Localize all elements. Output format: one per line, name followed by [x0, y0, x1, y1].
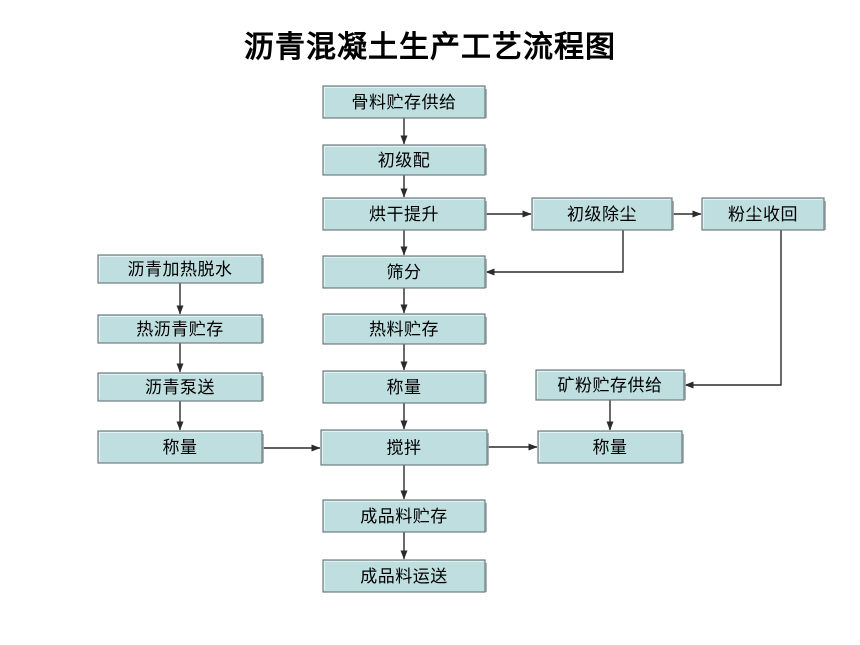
node-bevel-highlight: [98, 315, 261, 342]
flow-node-n11[interactable]: 热沥青贮存: [97, 314, 264, 344]
node-label: 成品料贮存: [360, 507, 448, 527]
nodes-layer: 骨料贮存供给初级配烘干提升筛分热料贮存称量搅拌成品料贮存成品料运送沥青加热脱水热…: [97, 85, 826, 593]
node-bevel-highlight: [323, 371, 484, 402]
node-rect[interactable]: [701, 197, 825, 231]
node-label: 矿粉贮存供给: [558, 376, 663, 396]
flow-edge-n14-to-n4: [485, 230, 624, 276]
page-title: 沥青混凝土生产工艺流程图: [244, 30, 616, 65]
node-rect[interactable]: [322, 85, 486, 119]
flow-node-n4[interactable]: 筛分: [322, 255, 487, 289]
node-rect[interactable]: [535, 369, 685, 401]
flow-node-n3[interactable]: 烘干提升: [322, 197, 487, 231]
flow-node-n10[interactable]: 沥青加热脱水: [97, 254, 264, 284]
node-rect[interactable]: [97, 372, 263, 402]
node-bevel-highlight: [323, 500, 484, 531]
flow-node-n5[interactable]: 热料贮存: [322, 313, 487, 345]
flow-node-n9[interactable]: 成品料运送: [322, 559, 487, 593]
node-rect[interactable]: [322, 559, 486, 593]
node-bevel-highlight: [98, 431, 261, 462]
flow-node-n17[interactable]: 称量: [537, 430, 684, 464]
node-bevel-highlight: [323, 145, 484, 174]
node-rect[interactable]: [322, 499, 486, 533]
node-label: 沥青加热脱水: [128, 260, 233, 280]
node-rect[interactable]: [320, 429, 488, 466]
node-label: 热料贮存: [369, 320, 439, 340]
node-label: 沥青泵送: [145, 378, 215, 398]
flow-node-n16[interactable]: 矿粉贮存供给: [535, 369, 686, 401]
flow-node-n7[interactable]: 搅拌: [320, 429, 489, 466]
node-bevel-highlight: [321, 430, 486, 464]
node-label: 初级配: [378, 151, 431, 171]
node-rect[interactable]: [322, 313, 486, 345]
flow-node-n8[interactable]: 成品料贮存: [322, 499, 487, 533]
flow-node-n2[interactable]: 初级配: [322, 144, 487, 176]
flow-node-n13[interactable]: 称量: [97, 430, 264, 464]
flow-node-n15[interactable]: 粉尘收回: [701, 197, 826, 231]
edges-layer: [176, 118, 782, 560]
node-label: 搅拌: [387, 439, 422, 459]
node-label: 称量: [387, 378, 422, 398]
node-label: 骨料贮存供给: [352, 93, 457, 113]
node-bevel-highlight: [532, 198, 671, 229]
node-label: 烘干提升: [369, 205, 439, 225]
node-rect[interactable]: [537, 430, 683, 464]
node-rect[interactable]: [322, 197, 486, 231]
node-bevel-highlight: [323, 256, 484, 287]
node-bevel-highlight: [538, 431, 681, 462]
node-bevel-highlight: [98, 255, 261, 282]
node-rect[interactable]: [531, 197, 673, 231]
node-rect[interactable]: [322, 255, 486, 289]
node-bevel-highlight: [323, 314, 484, 343]
node-bevel-highlight: [323, 560, 484, 591]
node-rect[interactable]: [97, 254, 263, 284]
node-rect[interactable]: [322, 370, 486, 404]
flow-node-n14[interactable]: 初级除尘: [531, 197, 674, 231]
node-label: 筛分: [387, 263, 422, 283]
node-label: 粉尘收回: [728, 205, 798, 225]
node-rect[interactable]: [97, 314, 263, 344]
flow-node-n12[interactable]: 沥青泵送: [97, 372, 264, 402]
node-label: 初级除尘: [567, 205, 637, 225]
node-rect[interactable]: [322, 144, 486, 176]
node-rect[interactable]: [97, 430, 263, 464]
flow-node-n1[interactable]: 骨料贮存供给: [322, 85, 487, 119]
node-bevel-highlight: [536, 370, 683, 399]
node-bevel-highlight: [323, 86, 484, 117]
node-label: 称量: [593, 438, 628, 458]
node-label: 称量: [163, 438, 198, 458]
flow-edge-n15-to-n16: [684, 230, 782, 389]
node-bevel-highlight: [98, 373, 261, 400]
node-label: 成品料运送: [360, 567, 448, 587]
flow-node-n6[interactable]: 称量: [322, 370, 487, 404]
node-label: 热沥青贮存: [136, 320, 224, 340]
node-bevel-highlight: [702, 198, 823, 229]
node-bevel-highlight: [323, 198, 484, 229]
